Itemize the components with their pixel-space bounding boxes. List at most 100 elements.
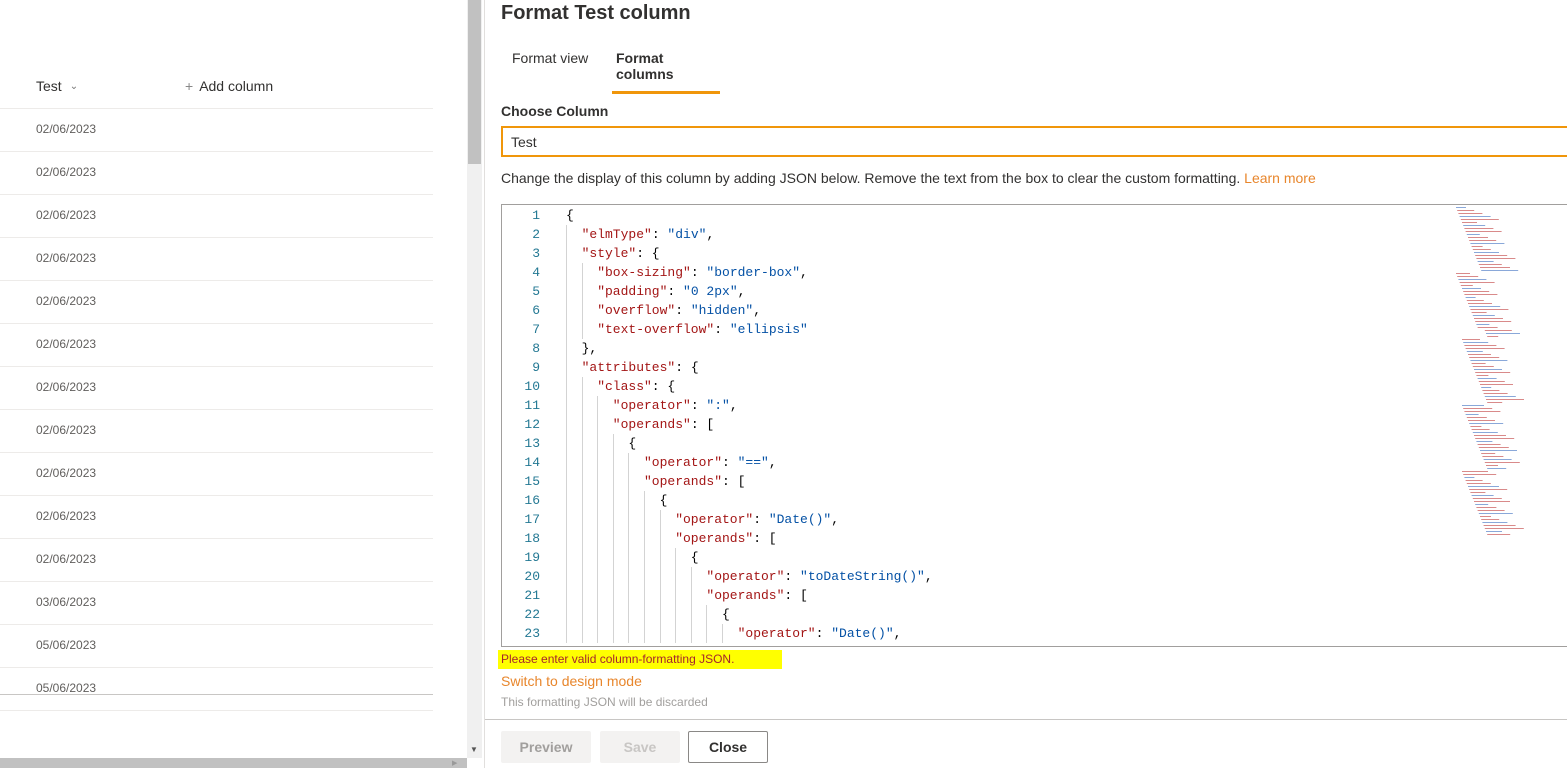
indent-guide bbox=[690, 605, 692, 624]
validation-error: Please enter valid column-formatting JSO… bbox=[498, 650, 783, 669]
switch-design-mode-link[interactable]: Switch to design mode bbox=[501, 673, 642, 689]
vertical-scrollbar[interactable]: ▼ bbox=[467, 0, 482, 758]
list-row[interactable]: 02/06/2023 bbox=[0, 539, 433, 582]
list-row[interactable]: 02/06/2023 bbox=[0, 109, 433, 152]
indent-guide bbox=[581, 510, 583, 529]
indent-guide bbox=[597, 453, 599, 472]
footer-divider bbox=[485, 719, 1567, 720]
json-punctuation: : bbox=[784, 569, 801, 584]
json-punctuation: : bbox=[714, 322, 730, 337]
minimap-line bbox=[1474, 501, 1510, 502]
json-editor[interactable]: 1{2"elmType": "div",3"style": {4"box-siz… bbox=[501, 204, 1567, 647]
minimap-line bbox=[1465, 231, 1502, 232]
minimap-line bbox=[1468, 303, 1492, 304]
code-line: 8}, bbox=[502, 339, 1567, 358]
json-punctuation: { bbox=[659, 493, 668, 508]
minimap-line bbox=[1486, 399, 1524, 400]
list-row[interactable]: 02/06/2023 bbox=[0, 281, 433, 324]
minimap-line bbox=[1471, 363, 1486, 364]
minimap-line bbox=[1462, 288, 1481, 289]
indent-guide bbox=[566, 263, 567, 282]
minimap-line bbox=[1477, 378, 1497, 379]
minimap-line bbox=[1469, 489, 1508, 490]
scrollbar-thumb[interactable] bbox=[468, 0, 481, 164]
list-row[interactable]: 02/06/2023 bbox=[0, 453, 433, 496]
minimap-line bbox=[1481, 519, 1500, 520]
minimap-line bbox=[1477, 444, 1501, 445]
indent-guide bbox=[566, 586, 567, 605]
discard-note: This formatting JSON will be discarded bbox=[501, 695, 708, 709]
list-row[interactable]: 05/06/2023 bbox=[0, 668, 433, 711]
choose-column-dropdown[interactable]: Test bbox=[501, 126, 1567, 157]
indent-guide bbox=[612, 567, 614, 586]
scroll-right-arrow-icon[interactable]: ▶ bbox=[452, 760, 458, 767]
indent-guide bbox=[581, 605, 583, 624]
minimap-line bbox=[1484, 462, 1520, 463]
code-line: 2"elmType": "div", bbox=[502, 225, 1567, 244]
minimap-line bbox=[1471, 312, 1487, 313]
editor-minimap[interactable] bbox=[1452, 205, 1567, 535]
indent-guide bbox=[581, 529, 583, 548]
indent-guide bbox=[597, 396, 599, 415]
indent-guide bbox=[566, 225, 567, 244]
plus-icon: + bbox=[185, 78, 194, 94]
json-punctuation: , bbox=[768, 455, 777, 470]
indent-guide bbox=[644, 510, 645, 529]
minimap-line bbox=[1466, 483, 1491, 484]
indent-guide bbox=[612, 529, 614, 548]
code-line: 12"operands": [ bbox=[502, 415, 1567, 434]
indent-guide bbox=[675, 624, 677, 643]
code-line: 13{ bbox=[502, 434, 1567, 453]
json-punctuation: : [ bbox=[690, 417, 715, 432]
indent-guide bbox=[597, 605, 599, 624]
indent-guide bbox=[628, 586, 630, 605]
line-number: 6 bbox=[532, 303, 540, 318]
line-number: 13 bbox=[524, 436, 540, 451]
tab-format-columns[interactable]: Format columns bbox=[612, 50, 720, 94]
line-number: 8 bbox=[532, 341, 540, 356]
scroll-down-arrow-icon[interactable]: ▼ bbox=[470, 745, 478, 754]
list-row[interactable]: 02/06/2023 bbox=[0, 410, 433, 453]
line-number: 17 bbox=[524, 512, 540, 527]
list-row[interactable]: 02/06/2023 bbox=[0, 496, 433, 539]
close-button[interactable]: Close bbox=[688, 731, 768, 763]
add-column-button[interactable]: +Add column bbox=[185, 78, 273, 94]
code-line: 11"operator": ":", bbox=[502, 396, 1567, 415]
list-row[interactable]: 02/06/2023 bbox=[0, 152, 433, 195]
list-row[interactable]: 02/06/2023 bbox=[0, 238, 433, 281]
list-row[interactable]: 02/06/2023 bbox=[0, 195, 433, 238]
minimap-line bbox=[1464, 294, 1498, 295]
description-label: Change the display of this column by add… bbox=[501, 170, 1245, 186]
indent-guide bbox=[675, 548, 677, 567]
list-row[interactable]: 02/06/2023 bbox=[0, 367, 433, 410]
indent-guide bbox=[659, 624, 661, 643]
minimap-line bbox=[1476, 324, 1490, 325]
horizontal-scrollbar[interactable] bbox=[0, 758, 467, 768]
indent-guide bbox=[612, 605, 614, 624]
json-value: "border-box" bbox=[706, 265, 801, 280]
indent-guide bbox=[644, 605, 645, 624]
preview-button[interactable]: Preview bbox=[501, 731, 591, 763]
column-header-test[interactable]: Test ⌄ bbox=[36, 78, 78, 94]
tab-format-view[interactable]: Format view bbox=[512, 50, 589, 66]
learn-more-link[interactable]: Learn more bbox=[1244, 170, 1316, 186]
minimap-line bbox=[1468, 486, 1499, 487]
list-row[interactable]: 03/06/2023 bbox=[0, 582, 433, 625]
minimap-line bbox=[1472, 432, 1498, 433]
indent-guide bbox=[659, 586, 661, 605]
list-row[interactable]: 05/06/2023 bbox=[0, 625, 433, 668]
json-value: "Date()" bbox=[768, 512, 832, 527]
list-row[interactable]: 02/06/2023 bbox=[0, 324, 433, 367]
code-line: 1{ bbox=[502, 206, 1567, 225]
minimap-line bbox=[1474, 252, 1499, 253]
minimap-line bbox=[1480, 450, 1517, 451]
minimap-line bbox=[1459, 216, 1491, 217]
minimap-line bbox=[1457, 276, 1479, 277]
minimap-line bbox=[1486, 465, 1498, 466]
code-line: 10"class": { bbox=[502, 377, 1567, 396]
json-key: "operands" bbox=[612, 417, 691, 432]
indent-guide bbox=[581, 263, 583, 282]
minimap-line bbox=[1486, 531, 1502, 532]
minimap-line bbox=[1484, 330, 1512, 331]
save-button[interactable]: Save bbox=[600, 731, 680, 763]
